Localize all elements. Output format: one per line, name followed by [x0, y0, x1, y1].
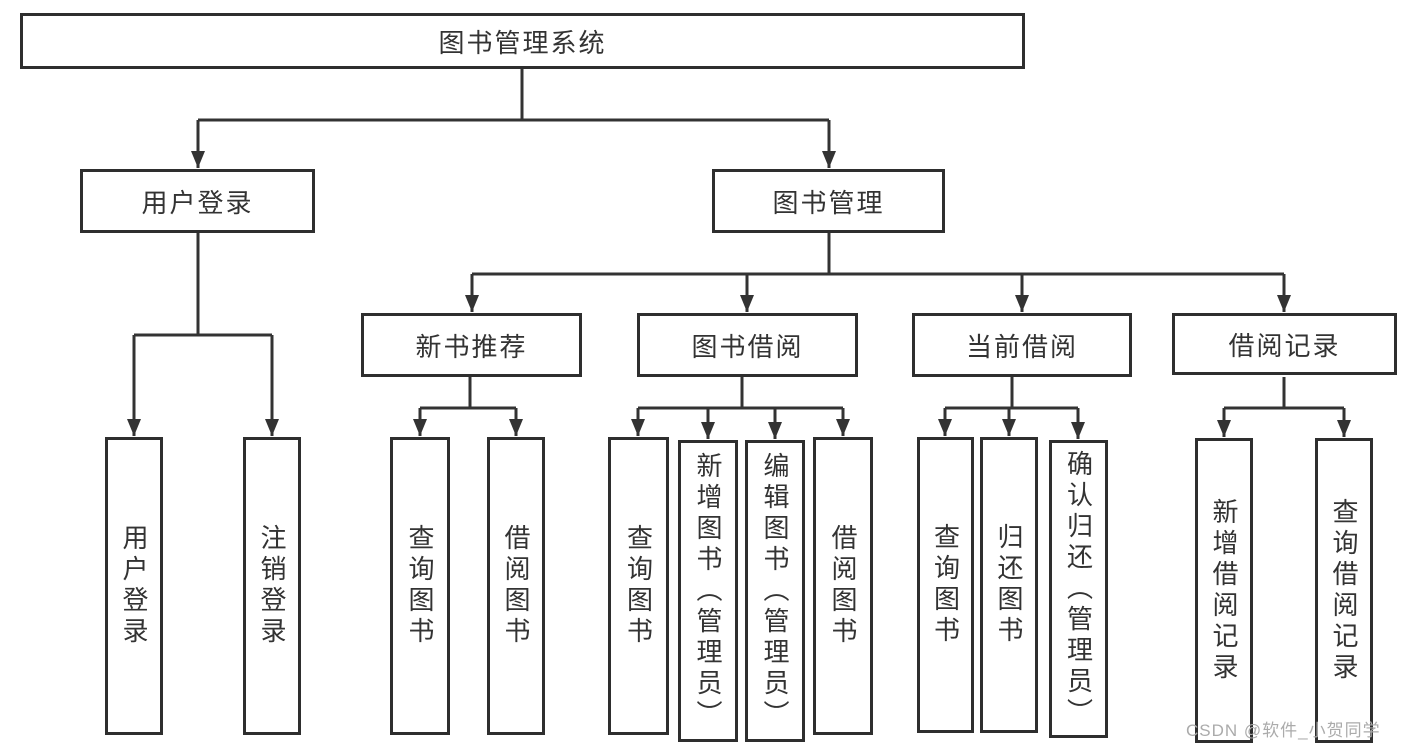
connector-current-borrow-children [938, 377, 1085, 439]
node-user-login: 用户登录 [80, 169, 315, 233]
leaf-current-return: 归还图书 [980, 437, 1038, 733]
leaf-borrow-query: 查询图书 [608, 437, 669, 735]
node-book-borrow: 图书借阅 [637, 313, 858, 377]
leaf-current-query: 查询图书 [917, 437, 974, 733]
node-root-system: 图书管理系统 [20, 13, 1025, 69]
connector-user-login-children [127, 233, 279, 436]
leaf-borrow-edit-admin: 编辑图书（管理员） [745, 440, 805, 742]
leaf-borrow-edit-admin-label: 编辑图书（管理员） [760, 451, 790, 731]
leaf-user-login: 用户登录 [105, 437, 163, 735]
leaf-borrow-add-admin: 新增图书（管理员） [678, 440, 738, 742]
connector-book-management-children [465, 233, 1291, 312]
connector-new-book-children [413, 377, 523, 436]
node-borrow-record: 借阅记录 [1172, 313, 1397, 375]
leaf-record-add: 新增借阅记录 [1195, 438, 1253, 743]
leaf-user-login-label: 用户登录 [119, 524, 149, 648]
connector-book-borrow-children [631, 377, 850, 439]
node-borrow-record-label: 借阅记录 [1228, 330, 1341, 361]
leaf-newbook-borrow: 借阅图书 [487, 437, 545, 735]
leaf-current-confirm-admin: 确认归还（管理员） [1049, 440, 1108, 738]
leaf-borrow-add-admin-label: 新增图书（管理员） [693, 451, 723, 731]
node-current-borrow-label: 当前借阅 [965, 331, 1078, 362]
node-root-system-label: 图书管理系统 [438, 27, 607, 58]
leaf-borrow-book-label: 借阅图书 [828, 524, 858, 648]
leaf-current-return-label: 归还图书 [994, 523, 1024, 647]
node-user-login-label: 用户登录 [141, 187, 254, 218]
node-book-management-label: 图书管理 [772, 187, 885, 218]
connector-borrow-record-children [1217, 377, 1351, 437]
leaf-logout-label: 注销登录 [257, 524, 287, 648]
connector-root-to-level2 [191, 69, 836, 168]
leaf-record-query: 查询借阅记录 [1315, 438, 1373, 743]
leaf-borrow-book: 借阅图书 [813, 437, 873, 735]
node-book-borrow-label: 图书借阅 [691, 331, 804, 362]
leaf-newbook-borrow-label: 借阅图书 [501, 524, 531, 648]
leaf-newbook-query: 查询图书 [390, 437, 450, 735]
node-book-management: 图书管理 [712, 169, 945, 233]
leaf-newbook-query-label: 查询图书 [405, 524, 435, 648]
csdn-watermark: CSDN @软件_小贺同学 [1186, 721, 1381, 740]
leaf-logout: 注销登录 [243, 437, 301, 735]
node-new-book-recommend-label: 新书推荐 [415, 331, 528, 362]
leaf-record-query-label: 查询借阅记录 [1329, 497, 1359, 684]
leaf-borrow-query-label: 查询图书 [623, 524, 654, 648]
node-current-borrow: 当前借阅 [912, 313, 1132, 377]
leaf-current-query-label: 查询图书 [930, 523, 961, 647]
leaf-record-add-label: 新增借阅记录 [1209, 497, 1239, 684]
leaf-current-confirm-admin-label: 确认归还（管理员） [1063, 449, 1094, 729]
node-new-book-recommend: 新书推荐 [361, 313, 582, 377]
